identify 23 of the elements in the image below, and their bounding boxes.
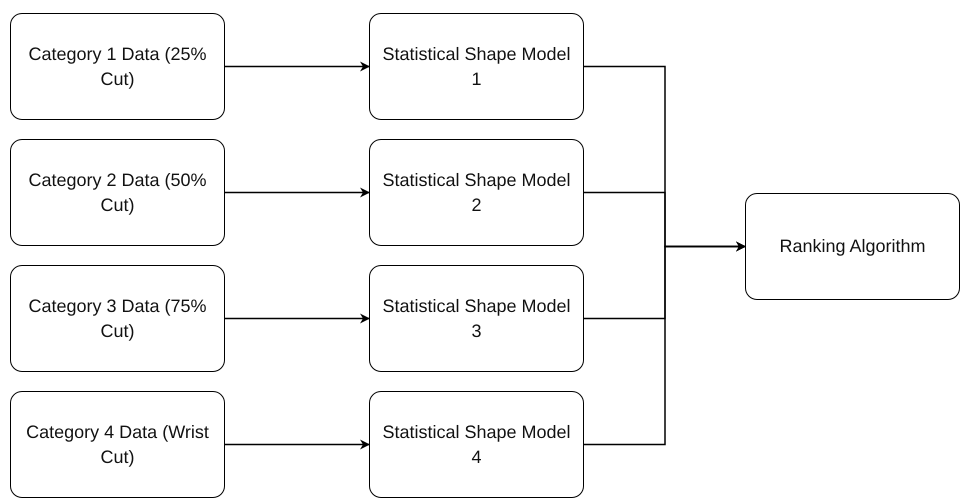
process-box (10, 265, 225, 372)
process-box (10, 139, 225, 246)
box-label: Category 2 Data (50% Cut) (27, 168, 208, 217)
box-label: Ranking Algorithm (779, 235, 926, 258)
arrow (584, 242, 746, 446)
process-box (369, 265, 584, 372)
box-label: Statistical Shape Model 4 (382, 420, 571, 468)
process-box (369, 391, 584, 498)
box-label: Statistical Shape Model 3 (382, 294, 571, 342)
box-label: Statistical Shape Model 2 (382, 168, 571, 216)
process-box (369, 13, 584, 120)
arrow (225, 440, 370, 450)
box-label: Category 3 Data (75% Cut) (27, 294, 208, 343)
arrow (225, 314, 370, 324)
process-box (745, 193, 960, 300)
process-box (10, 391, 225, 498)
process-box (369, 139, 584, 246)
arrow (225, 62, 370, 72)
box-label: Category 4 Data (Wrist Cut) (25, 420, 210, 469)
process-box (10, 13, 225, 120)
box-label: Category 1 Data (25% Cut) (27, 42, 208, 91)
arrow (225, 188, 370, 198)
box-label: Statistical Shape Model 1 (382, 42, 571, 90)
